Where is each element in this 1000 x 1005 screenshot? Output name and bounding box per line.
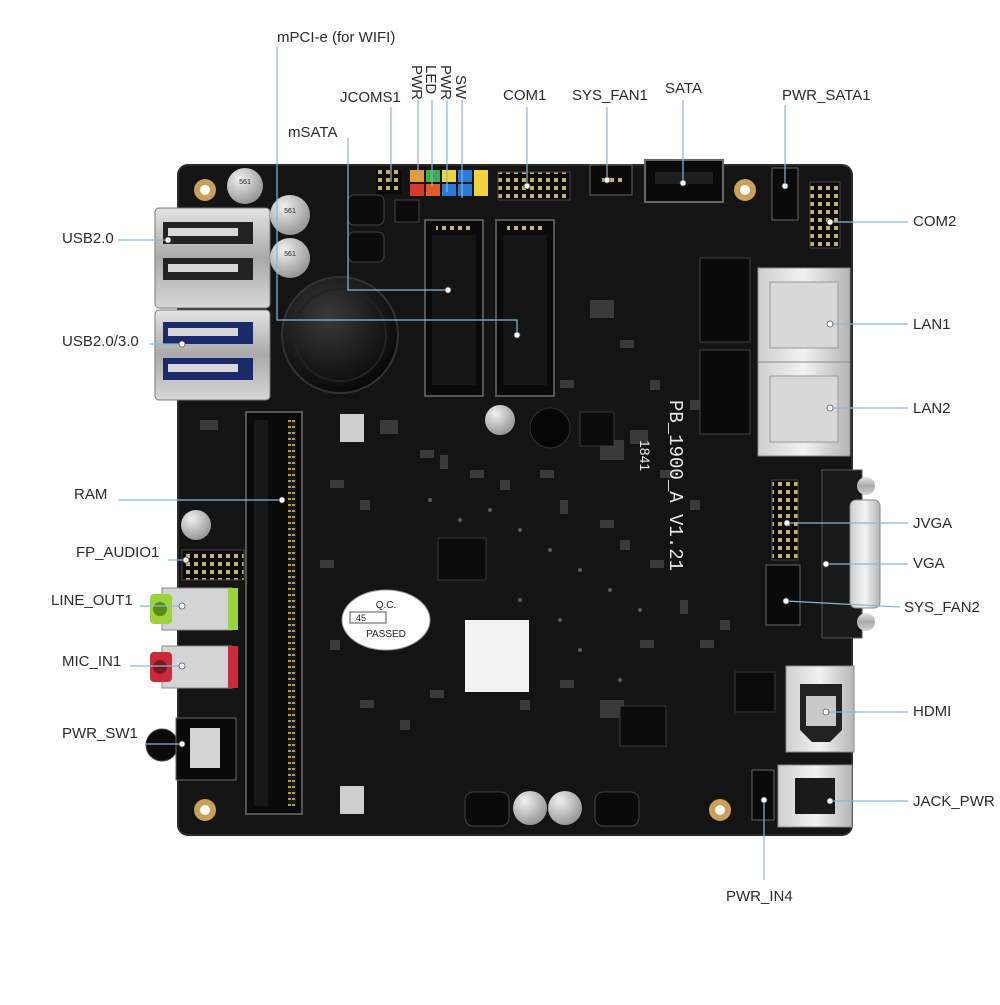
msata-slot — [424, 219, 484, 397]
label-jack-pwr: JACK_PWR — [913, 793, 995, 810]
jvga-header — [771, 479, 799, 561]
lan2-port — [757, 361, 851, 457]
label-jcoms1: JCOMS1 — [340, 89, 401, 106]
label-usb2030: USB2.0/3.0 — [62, 333, 139, 350]
label-line-out1: LINE_OUT1 — [51, 592, 133, 609]
label-lan1: LAN1 — [913, 316, 951, 333]
fp-audio1-header — [181, 549, 245, 581]
capacitor-label: 561 — [284, 251, 296, 258]
smd-components — [200, 300, 730, 730]
com2-header — [809, 181, 841, 249]
vga-port — [821, 469, 881, 639]
label-pwr-sata1: PWR_SATA1 — [782, 87, 871, 104]
label-usb20: USB2.0 — [62, 230, 114, 247]
capacitor-label: 561 — [239, 179, 251, 186]
lan1-port — [757, 267, 851, 363]
label-pwr-in4: PWR_IN4 — [726, 888, 793, 905]
label-fp-audio1: FP_AUDIO1 — [76, 544, 160, 561]
buzzer — [529, 407, 571, 449]
cpu-pad — [465, 620, 529, 692]
qc-status: PASSED — [366, 629, 406, 640]
label-msata: mSATA — [288, 124, 338, 141]
usb2030-port — [154, 309, 271, 401]
hdmi-port — [785, 665, 855, 753]
cmos-battery — [281, 276, 399, 394]
jack-pwr — [777, 764, 853, 828]
label-vga: VGA — [913, 555, 945, 572]
label-sys-fan2: SYS_FAN2 — [904, 599, 980, 616]
chips — [437, 411, 776, 747]
inductors — [347, 194, 420, 263]
leader-dots — [164, 176, 834, 805]
mic-in1-jack — [150, 645, 238, 689]
pwr-in4-header — [751, 769, 775, 821]
sys-fan2-header — [765, 564, 801, 626]
label-jvga: JVGA — [913, 515, 953, 532]
ram-slot — [245, 411, 364, 815]
label-sw: SW — [452, 75, 469, 100]
label-pwr-led-2: PWR — [437, 65, 454, 100]
sys-fan1-header — [589, 164, 633, 196]
label-com2: COM2 — [913, 213, 957, 230]
capacitor-label: 561 — [284, 208, 296, 215]
pwr-sw1 — [145, 717, 237, 781]
label-ram: RAM — [74, 486, 108, 503]
line-out1-jack — [150, 587, 238, 631]
capacitors-top-left: 561 561 561 — [227, 168, 310, 278]
mounting-holes — [194, 179, 756, 821]
qc-title: Q.C. — [376, 600, 397, 611]
lan-transformers — [699, 257, 751, 435]
board-date-code: 1841 — [637, 440, 653, 471]
capacitors-bottom — [181, 405, 640, 827]
label-sys-fan1: SYS_FAN1 — [572, 87, 648, 104]
label-mpcie: mPCI-e (for WIFI) — [277, 29, 396, 46]
qc-number: 45 — [356, 613, 366, 623]
leader-lines — [118, 47, 908, 880]
via-dots — [428, 498, 642, 682]
label-com1: COM1 — [503, 87, 547, 104]
usb20-port — [154, 207, 271, 309]
label-sata: SATA — [665, 80, 702, 97]
label-hdmi: HDMI — [913, 703, 952, 720]
jcoms1-header — [376, 170, 402, 194]
label-led: LED — [422, 65, 439, 95]
com1-header — [497, 171, 571, 201]
label-mic-in1: MIC_IN1 — [62, 653, 122, 670]
mpcie-slot — [495, 219, 555, 397]
label-pwr-sw1: PWR_SW1 — [62, 725, 138, 742]
label-lan2: LAN2 — [913, 400, 951, 417]
qc-sticker: Q.C. 45 PASSED — [341, 589, 431, 651]
board-model-text: PB_1900_A V1.21 — [664, 400, 686, 571]
